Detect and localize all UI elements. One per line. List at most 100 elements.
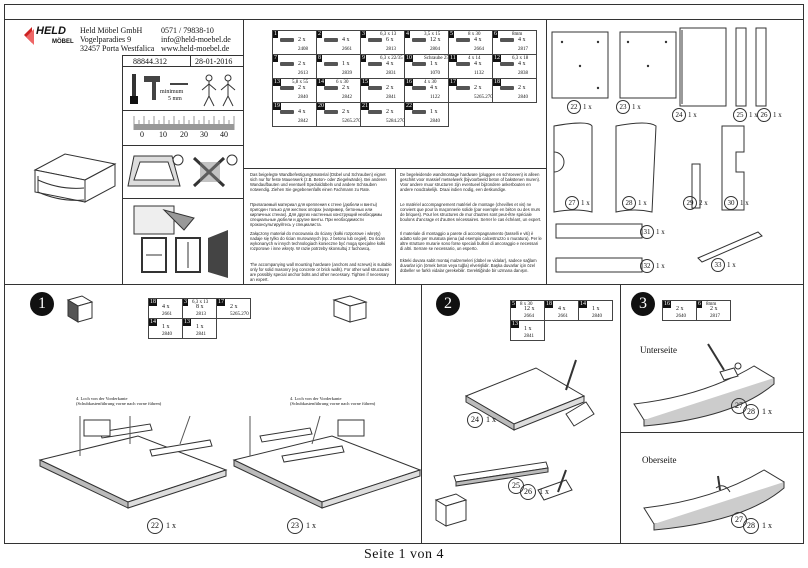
hardware-code: 2831 (386, 71, 396, 76)
screw-icon (280, 38, 294, 42)
part-qty: 1 x (632, 103, 641, 111)
hardware-code: 2842 (298, 119, 308, 124)
divider (4, 284, 804, 285)
hardware-code: 1122 (430, 95, 440, 100)
screw-icon (324, 110, 338, 114)
hardware-id: 2 (317, 31, 322, 38)
screw-icon (500, 38, 514, 42)
part-code: 2813 (196, 312, 206, 317)
divider (122, 110, 243, 111)
hardware-qty: 2 x (298, 37, 306, 43)
divider (395, 168, 396, 284)
hardware-id: 5 (449, 31, 454, 38)
company-line: Held Möbel GmbH (80, 26, 143, 35)
hardware-size: 6,3 x 22/35 (380, 56, 403, 61)
warning-it: Il materiale di montaggio a parete di ac… (400, 231, 542, 251)
part-size: 8mm (706, 302, 717, 307)
step-number: 2 (436, 292, 460, 316)
screw-icon (368, 38, 382, 42)
screw-icon (500, 86, 514, 90)
screw-icon (412, 62, 426, 66)
screw-icon (368, 62, 382, 66)
page-number: Seite 1 von 4 (364, 547, 444, 562)
divider (243, 168, 546, 169)
hardware-id: 4 (405, 31, 410, 38)
hardware-size: Schraube 25mm (424, 56, 457, 61)
part-id: 18 (149, 299, 157, 306)
hardware-qty: 12 x (430, 37, 441, 43)
part-cell (696, 300, 731, 321)
hardware-cell (272, 30, 317, 55)
part-id: 14 (149, 319, 157, 326)
hardware-code: 5284.270 (386, 119, 405, 124)
part-code: 2840 (592, 314, 602, 319)
part-id: 17 (217, 299, 225, 306)
hardware-code: 2839 (342, 71, 352, 76)
part-qty: 12 x (524, 306, 535, 312)
hardware-size: 4 x 14 (468, 56, 481, 61)
part-badge: 30 (724, 196, 738, 210)
part-code: 2664 (524, 314, 534, 319)
underside-label: Unterseite (640, 345, 677, 355)
hardware-qty: 1 x (342, 61, 350, 67)
part-id: 14 (579, 301, 587, 308)
hardware-id: 22 (405, 103, 413, 110)
topside-label: Oberseite (642, 455, 677, 465)
divider (122, 66, 243, 67)
hardware-id: 14 (317, 79, 325, 86)
divider (546, 19, 547, 284)
hardware-cell (492, 30, 537, 55)
hardware-id: 12 (493, 55, 501, 62)
hardware-cell (316, 30, 361, 55)
part-qty: 1 x (524, 326, 532, 332)
ruler-tick: 10 (159, 130, 167, 139)
hardware-size: 8mm (512, 32, 523, 37)
part-badge: 22 (567, 100, 581, 114)
hardware-code: 2840 (430, 119, 440, 124)
email: info@held-moebel.de (161, 35, 231, 44)
part-badge: 26 (520, 484, 536, 500)
step-number: 1 (30, 292, 54, 316)
divider (122, 55, 243, 56)
drill-size: 5 mm (168, 96, 182, 102)
hardware-code: 2613 (298, 71, 308, 76)
hardware-code: 2664 (474, 47, 484, 52)
step1-note-left: 4. Loch von der Vorderkante (Schubkasten… (76, 396, 162, 406)
hardware-size: 3,5 x 15 (424, 32, 441, 37)
hardware-id: 20 (317, 103, 325, 110)
part-qty: 4 x (558, 306, 566, 312)
hardware-code: 2813 (386, 47, 396, 52)
hardware-qty: 4 x (518, 37, 526, 43)
ruler-tick: 20 (180, 130, 188, 139)
hardware-code: 2842 (342, 95, 352, 100)
warning-de: Das beigelegte Wandbefestigungsmaterial … (250, 172, 387, 192)
hardware-cell (316, 54, 361, 79)
hardware-id: 3 (361, 31, 366, 38)
part-id: 6 (697, 301, 702, 308)
hardware-code: 2840 (518, 95, 528, 100)
hardware-qty: 6 x (386, 37, 394, 43)
hardware-size: 4 x 30 (424, 80, 437, 85)
part-qty: 1 x (306, 521, 316, 530)
part-qty: 1 x (166, 521, 176, 530)
part-badge: 23 (616, 100, 630, 114)
hardware-code: 2408 (298, 47, 308, 52)
part-id: 18 (545, 301, 553, 308)
hardware-code: 5265.270 (474, 95, 493, 100)
part-badge: 28 (743, 518, 759, 534)
screw-icon (280, 110, 294, 114)
part-badge: 22 (147, 518, 163, 534)
part-badge: 25 (733, 108, 747, 122)
hardware-id: 15 (361, 79, 369, 86)
warning-ru: Прилагаемый материал для крепления к сте… (250, 202, 383, 227)
divider (421, 284, 422, 544)
part-qty: 1 x (656, 228, 665, 236)
screw-icon (324, 62, 338, 66)
screw-icon (412, 86, 426, 90)
hardware-size: 6 x 30 (336, 80, 349, 85)
screw-icon (412, 38, 426, 42)
divider (620, 432, 804, 433)
hardware-qty: 1 x (430, 109, 438, 115)
part-qty: 2 x (676, 306, 684, 312)
part-id: 13 (511, 321, 519, 328)
